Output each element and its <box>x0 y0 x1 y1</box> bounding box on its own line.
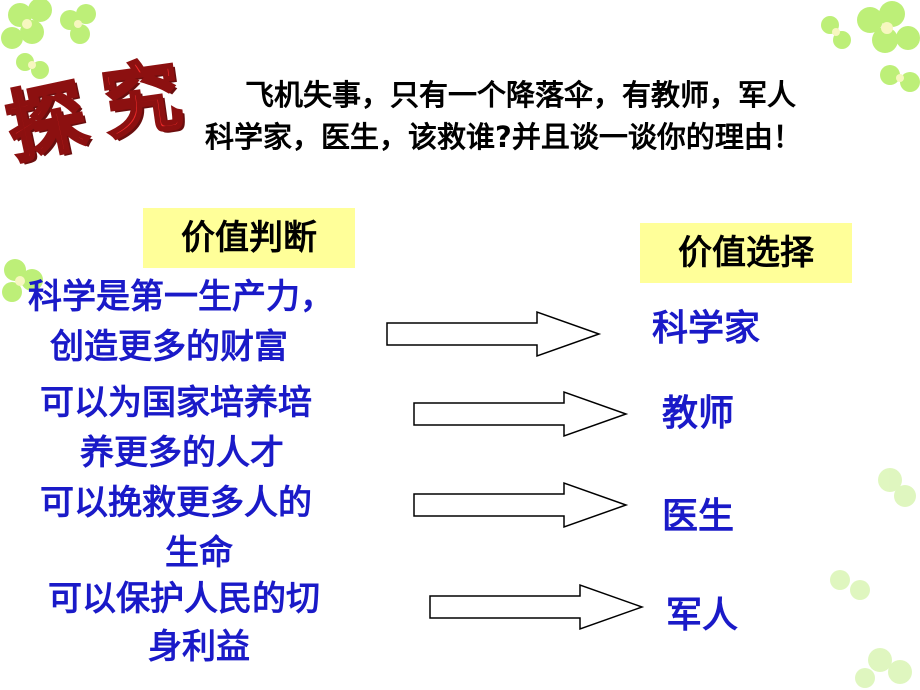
reason-3-line-2: 生命 <box>165 533 233 573</box>
reason-4-line-1: 可以保护人民的切 <box>48 579 320 619</box>
choice-4: 军人 <box>666 595 739 636</box>
choice-header: 价值选择 <box>640 223 852 283</box>
arrow-right-icon <box>429 583 645 631</box>
question-line-2: 科学家，医生，该救谁?并且谈一谈你的理由！ <box>205 120 802 154</box>
reason-2-line-1: 可以为国家培养培 <box>40 383 312 423</box>
reason-3-line-1: 可以挽救更多人的 <box>40 483 312 523</box>
reason-2-line-2: 养更多的人才 <box>80 433 284 473</box>
page-title: 探究 <box>0 50 223 182</box>
judgment-header: 价值判断 <box>143 208 355 268</box>
title-char: 究 <box>96 50 189 153</box>
reason-4-line-2: 身利益 <box>148 627 250 667</box>
question-line-1: 飞机失事，只有一个降落伞，有教师，军人 <box>245 78 797 112</box>
arrow-right-icon <box>386 310 602 358</box>
arrow-right-icon <box>413 390 629 438</box>
choice-2: 教师 <box>662 393 735 434</box>
title-char: 探 <box>0 69 96 176</box>
arrow-right-icon <box>413 481 629 529</box>
choice-1: 科学家 <box>652 308 761 349</box>
reason-1-line-2: 创造更多的财富 <box>50 327 288 367</box>
flower-cluster-bottom-right-icon <box>830 468 916 688</box>
choice-3: 医生 <box>662 496 735 537</box>
reason-1-line-1: 科学是第一生产力， <box>28 277 334 317</box>
